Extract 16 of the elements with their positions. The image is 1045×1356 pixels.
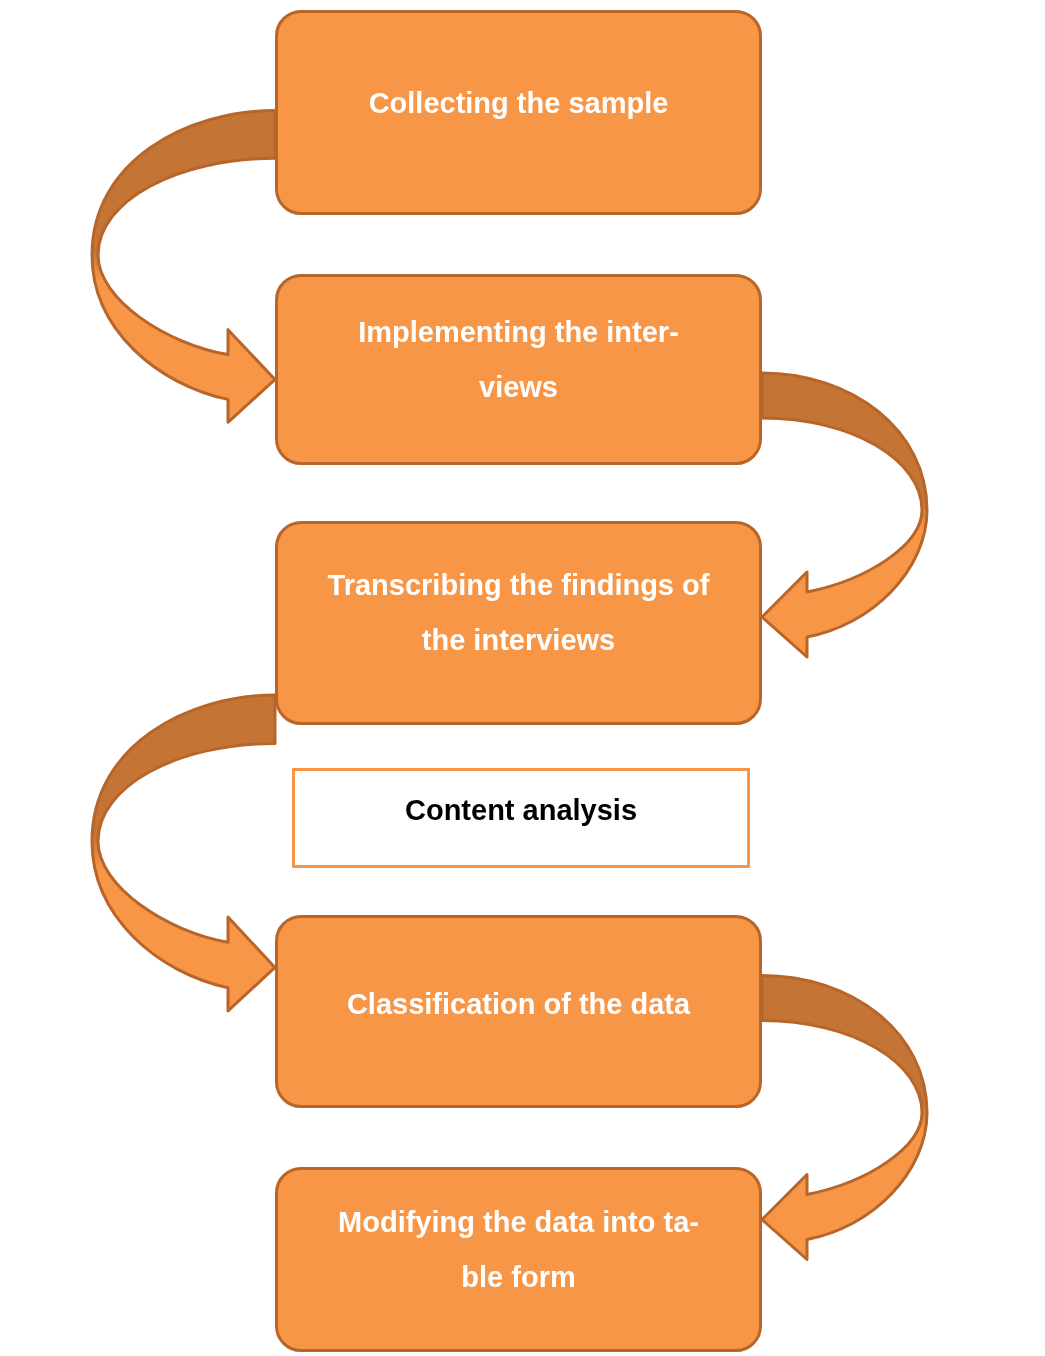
process-box xyxy=(275,10,762,215)
curved-arrow xyxy=(90,693,277,1013)
step-label: Classification of the data xyxy=(346,987,691,1022)
curved-arrow xyxy=(760,974,929,1261)
process-box xyxy=(275,915,762,1108)
process-box xyxy=(275,521,762,725)
step-label: Transcribing the findings of the interviews xyxy=(326,568,711,658)
step-label: Implementing the inter- views xyxy=(357,314,680,405)
process-box xyxy=(275,274,762,465)
curved-arrow xyxy=(760,371,929,659)
process-box xyxy=(275,1167,762,1352)
step-box xyxy=(292,768,750,868)
curved-arrow xyxy=(90,109,277,424)
step-label: Modifying the data into ta- ble form xyxy=(337,1204,700,1295)
step-label: Content analysis xyxy=(404,792,638,828)
step-label: Collecting the sample xyxy=(368,86,669,121)
